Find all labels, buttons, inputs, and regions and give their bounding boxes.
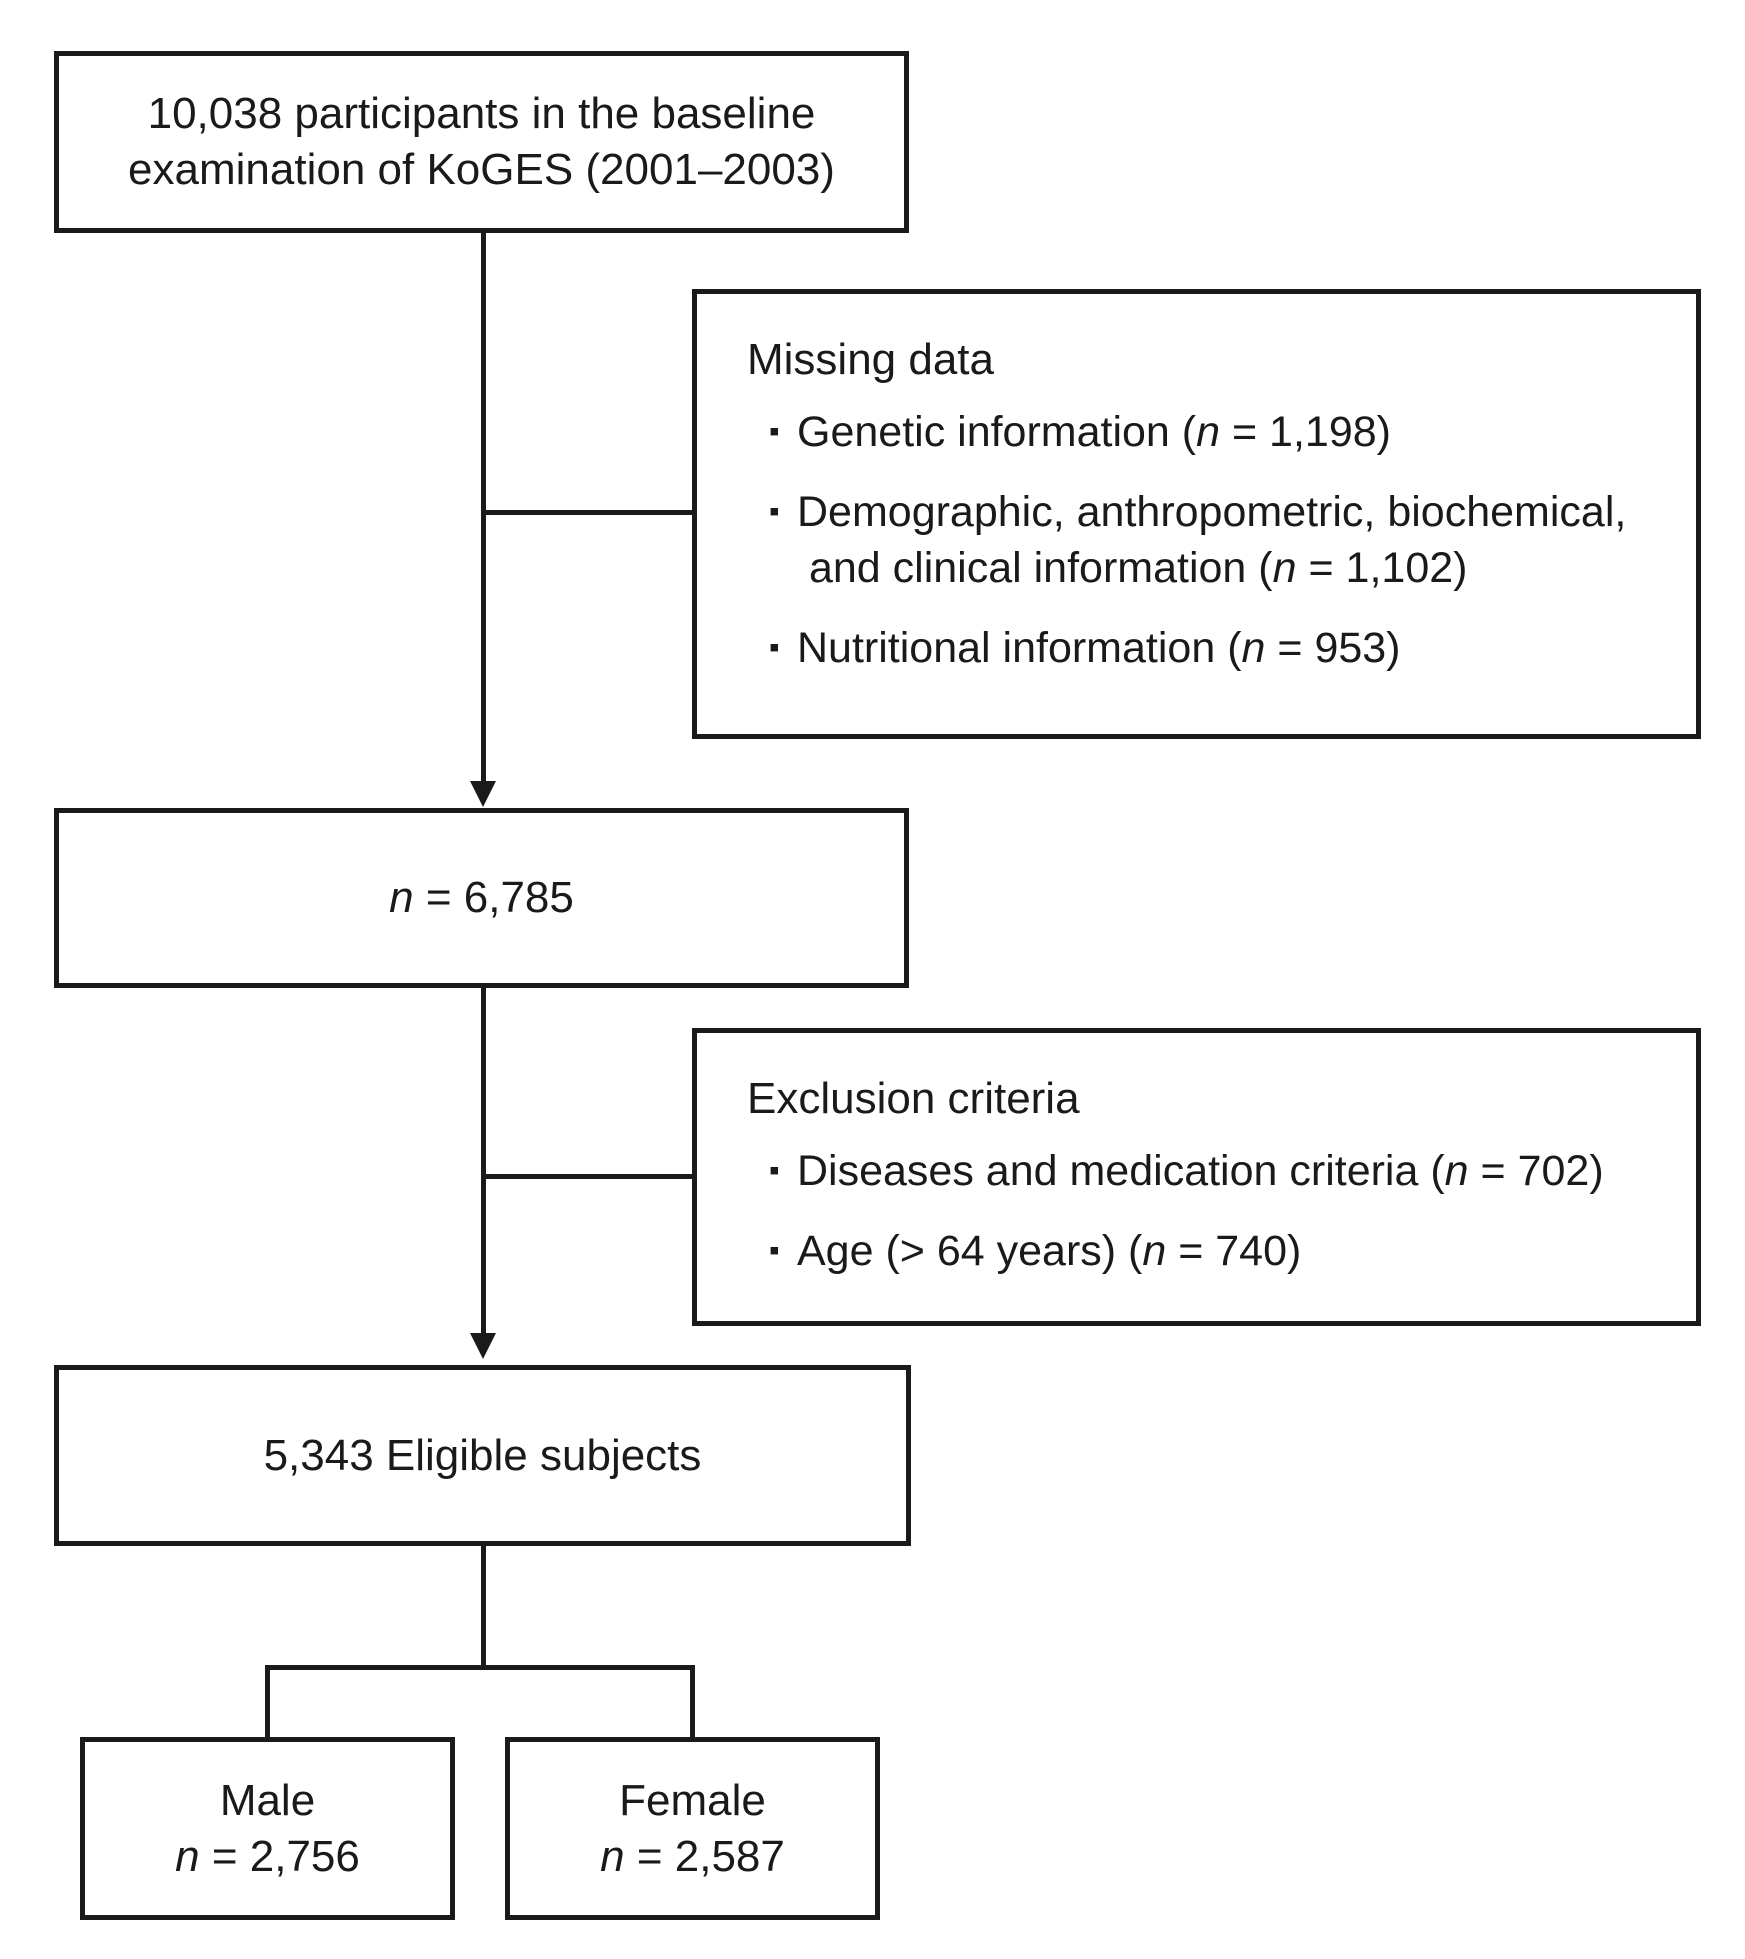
baseline-line-1: 10,038 participants in the baseline (147, 89, 816, 138)
remaining-participants-box: n = 6,785 (54, 808, 909, 988)
baseline-line-2: examination of KoGES (2001–2003) (128, 145, 835, 194)
connector-eligible-down (481, 1541, 486, 1668)
remaining-count: n = 6,785 (389, 873, 574, 922)
missing-item-genetic: ▪ Genetic information (n = 1,198) (769, 404, 1696, 460)
exclusion-item-age: ▪ Age (> 64 years) (n = 740) (769, 1223, 1696, 1279)
baseline-participants-box: 10,038 participants in the baseline exam… (54, 51, 909, 233)
missing-item-demographic: ▪ Demographic, anthropometric, biochemic… (769, 484, 1696, 596)
connector-split-horizontal (265, 1665, 695, 1670)
female-count: n = 2,587 (600, 1831, 785, 1881)
bullet-icon: ▪ (769, 631, 780, 664)
arrowhead-to-eligible-box (470, 1333, 496, 1359)
eligible-label: 5,343 Eligible subjects (263, 1430, 702, 1480)
bullet-icon: ▪ (769, 495, 780, 528)
exclusion-criteria-box: Exclusion criteria ▪ Diseases and medica… (692, 1028, 1701, 1326)
missing-data-title: Missing data (747, 335, 995, 384)
male-count: n = 2,756 (175, 1831, 360, 1881)
connector-to-exclusion (481, 1174, 692, 1179)
exclusion-title: Exclusion criteria (747, 1074, 1080, 1123)
female-box: Female n = 2,587 (505, 1737, 880, 1920)
exclusion-item-disease: ▪ Diseases and medication criteria (n = … (769, 1143, 1696, 1199)
eligible-subjects-box: 5,343 Eligible subjects (54, 1365, 911, 1546)
connector-to-female (690, 1665, 695, 1737)
male-label: Male (219, 1775, 316, 1825)
connector-to-missing-data (481, 510, 692, 515)
bullet-icon: ▪ (769, 415, 780, 448)
connector-to-male (265, 1665, 270, 1737)
connector-n-to-eligible (481, 988, 486, 1340)
female-label: Female (619, 1775, 766, 1825)
arrowhead-to-n-box (470, 781, 496, 807)
missing-data-box: Missing data ▪ Genetic information (n = … (692, 289, 1701, 739)
missing-item-nutritional: ▪ Nutritional information (n = 953) (769, 620, 1696, 676)
bullet-icon: ▪ (769, 1234, 780, 1267)
bullet-icon: ▪ (769, 1154, 780, 1187)
male-box: Male n = 2,756 (80, 1737, 455, 1920)
